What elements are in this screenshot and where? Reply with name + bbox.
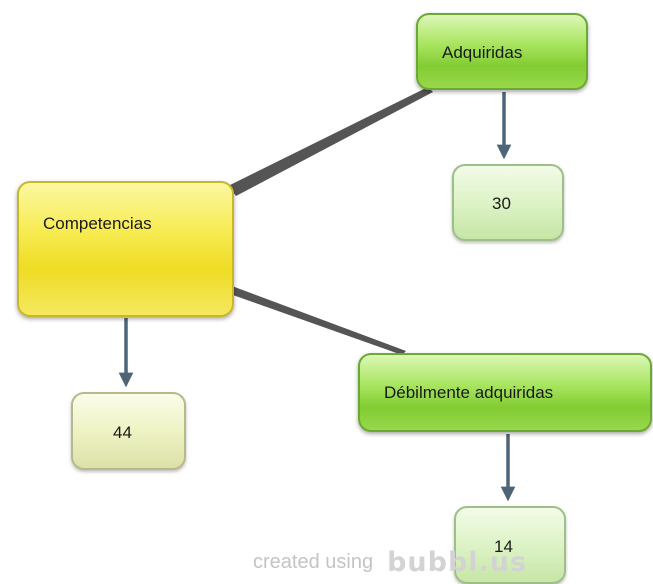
connector-competencias-adquiridas [228,87,433,196]
connector-competencias-debilmente [230,286,406,355]
competencias-label: Competencias [43,214,152,233]
adquiridas-count-node[interactable]: 30 [452,164,564,241]
adquiridas-label: Adquiridas [442,43,523,62]
debilmente-count-node[interactable]: 14 [454,506,566,584]
bubblus-logo: bubbl.us [387,546,528,578]
adquiridas-node[interactable]: Adquiridas [416,13,588,90]
competencias-count-node[interactable]: 44 [71,392,186,470]
debilmente-label: Débilmente adquiridas [384,383,554,402]
debilmente-count-label: 14 [494,537,513,556]
competencias-node[interactable]: Competencias [17,181,234,317]
competencias-count-label: 44 [113,423,132,442]
bubblus-watermark: created using bubbl.us [253,545,527,579]
watermark-text: created using [253,550,374,573]
adquiridas-count-label: 30 [492,194,511,213]
debilmente-node[interactable]: Débilmente adquiridas [358,353,652,432]
